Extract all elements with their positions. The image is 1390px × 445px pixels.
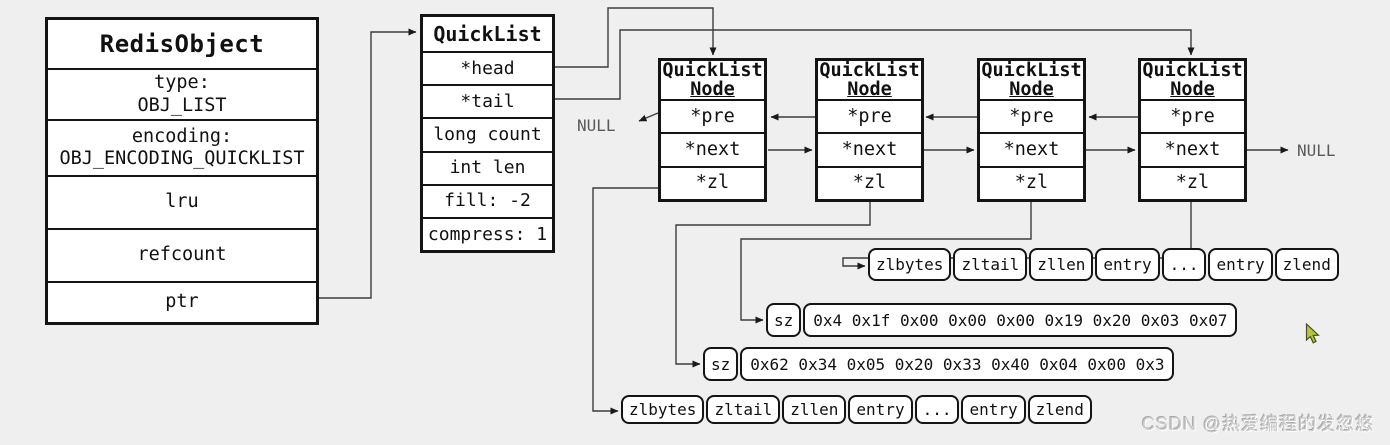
node4-title: QuickList Node bbox=[1142, 59, 1243, 100]
quicklist-title: QuickList bbox=[433, 22, 542, 46]
node4-field-zl: *zl bbox=[1141, 165, 1244, 199]
node1-field-zl: *zl bbox=[661, 165, 764, 199]
quicklist-box: QuickList *head *tail long count int len… bbox=[420, 14, 555, 253]
redis-object-box: RedisObject type: OBJ_LIST encoding: OBJ… bbox=[45, 17, 319, 325]
ziplist-layout-top: zlbytes zltail zllen entry ... entry zle… bbox=[868, 248, 1339, 281]
node4-field-next: *next bbox=[1141, 132, 1244, 165]
ziplist-cell-zlend: zlend bbox=[1027, 395, 1092, 424]
node3-field-zl: *zl bbox=[980, 165, 1083, 199]
node2-field-next: *next bbox=[818, 132, 921, 165]
sz-label: sz bbox=[703, 347, 739, 381]
node2-title: QuickList Node bbox=[819, 59, 920, 100]
ziplist-cell-zllen: zllen bbox=[782, 395, 847, 424]
type-label: type: bbox=[154, 72, 210, 94]
ziplist-cell-zltail: zltail bbox=[706, 395, 781, 424]
redis-field-encoding: encoding: OBJ_ENCODING_QUICKLIST bbox=[48, 119, 316, 175]
null-label-left: NULL bbox=[577, 116, 616, 135]
node1-field-next: *next bbox=[661, 132, 764, 165]
quicklist-field-len: int len bbox=[423, 150, 552, 184]
encoding-label: encoding: bbox=[131, 125, 233, 147]
ziplist-cell-entry: entry bbox=[1095, 248, 1160, 281]
quicklist-field-tail: *tail bbox=[423, 84, 552, 117]
sz-bytes-value: 0x62 0x34 0x05 0x20 0x33 0x40 0x04 0x00 … bbox=[740, 347, 1175, 381]
sz-bytes-row-2: sz 0x62 0x34 0x05 0x20 0x33 0x40 0x04 0x… bbox=[703, 347, 1175, 381]
node3-field-pre: *pre bbox=[980, 99, 1083, 132]
ziplist-cell-zlbytes: zlbytes bbox=[621, 395, 705, 424]
encoding-value: OBJ_ENCODING_QUICKLIST bbox=[59, 148, 305, 169]
redis-field-type: type: OBJ_LIST bbox=[48, 68, 316, 119]
quicklist-node-1: QuickList Node *pre *next *zl bbox=[658, 58, 767, 202]
node3-field-next: *next bbox=[980, 132, 1083, 165]
quicklist-node-2: QuickList Node *pre *next *zl bbox=[815, 58, 924, 202]
ziplist-cell-ellipsis: ... bbox=[914, 395, 960, 424]
sz-bytes-row-1: sz 0x4 0x1f 0x00 0x00 0x00 0x19 0x20 0x0… bbox=[766, 303, 1238, 337]
quicklist-node-4: QuickList Node *pre *next *zl bbox=[1138, 58, 1247, 202]
quicklist-field-compress: compress: 1 bbox=[423, 216, 552, 250]
null-label-right: NULL bbox=[1297, 141, 1336, 160]
ziplist-cell-zlbytes: zlbytes bbox=[868, 248, 952, 281]
redis-object-title: RedisObject bbox=[99, 30, 265, 58]
node2-field-zl: *zl bbox=[818, 165, 921, 199]
ziplist-layout-bottom: zlbytes zltail zllen entry ... entry zle… bbox=[621, 395, 1092, 424]
arrow-node4-zl-to-ziplist bbox=[842, 202, 1192, 270]
ziplist-cell-zltail: zltail bbox=[953, 248, 1028, 281]
redis-field-lru: lru bbox=[48, 175, 316, 228]
redis-field-refcount: refcount bbox=[48, 228, 316, 281]
arrow-node3-zl-to-sz1 bbox=[740, 202, 1032, 324]
quicklist-node-3: QuickList Node *pre *next *zl bbox=[977, 58, 1086, 202]
sz-label: sz bbox=[766, 303, 802, 337]
csdn-watermark: CSDN @热爱编程的发忽悠 bbox=[1142, 414, 1375, 434]
mouse-cursor-icon bbox=[1305, 323, 1320, 344]
arrow-node1-pre-to-null bbox=[638, 112, 659, 122]
node3-title: QuickList Node bbox=[981, 59, 1082, 100]
arrow-head-to-node1 bbox=[555, 7, 717, 68]
ziplist-cell-ellipsis: ... bbox=[1161, 248, 1207, 281]
node1-field-pre: *pre bbox=[661, 99, 764, 132]
arrow-node1-zl-to-ziplist bbox=[592, 187, 658, 415]
ziplist-cell-entry: entry bbox=[848, 395, 913, 424]
redis-field-ptr: ptr bbox=[48, 281, 316, 322]
sz-bytes-value: 0x4 0x1f 0x00 0x00 0x00 0x19 0x20 0x03 0… bbox=[803, 303, 1238, 337]
node1-title: QuickList Node bbox=[662, 59, 763, 100]
arrow-ptr-to-quicklist bbox=[319, 28, 417, 299]
ziplist-cell-entry: entry bbox=[961, 395, 1026, 424]
arrow-tail-to-node4 bbox=[555, 29, 1195, 100]
arrow-node2-zl-to-sz2 bbox=[675, 202, 871, 368]
node2-field-pre: *pre bbox=[818, 99, 921, 132]
quicklist-field-count: long count bbox=[423, 117, 552, 150]
ziplist-cell-zllen: zllen bbox=[1029, 248, 1094, 281]
quicklist-field-fill: fill: -2 bbox=[423, 183, 552, 217]
ziplist-cell-entry: entry bbox=[1208, 248, 1273, 281]
type-value: OBJ_LIST bbox=[137, 94, 227, 116]
quicklist-field-head: *head bbox=[423, 51, 552, 84]
ziplist-cell-zlend: zlend bbox=[1274, 248, 1339, 281]
node4-field-pre: *pre bbox=[1141, 99, 1244, 132]
